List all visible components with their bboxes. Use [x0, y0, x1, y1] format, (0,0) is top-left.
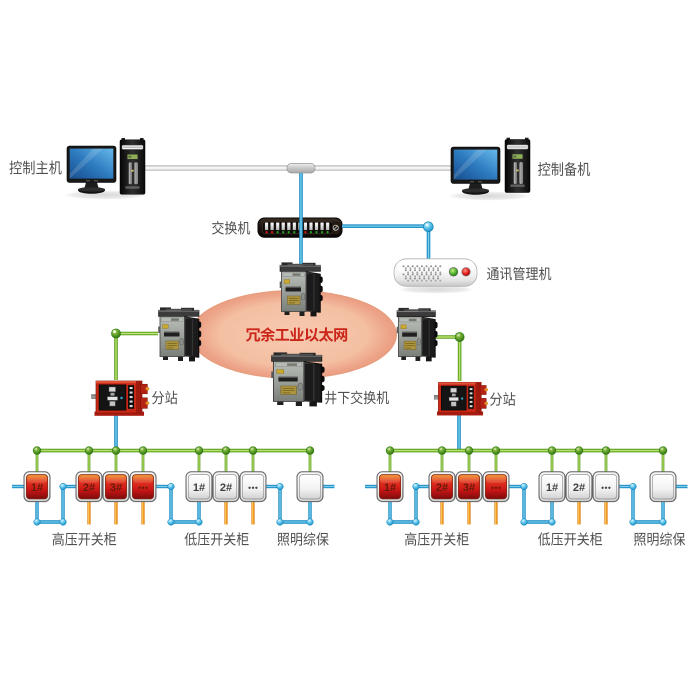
svg-text:1#: 1#	[546, 482, 558, 494]
svg-text:2#: 2#	[220, 482, 232, 494]
svg-text:2#: 2#	[573, 482, 585, 494]
svg-text:2#: 2#	[436, 482, 448, 494]
svg-text:1#: 1#	[31, 482, 43, 494]
svg-text:1#: 1#	[384, 482, 396, 494]
svg-text:3#: 3#	[463, 482, 475, 494]
svg-text:2#: 2#	[83, 482, 95, 494]
svg-text:1#: 1#	[193, 482, 205, 494]
svg-text:3#: 3#	[110, 482, 122, 494]
